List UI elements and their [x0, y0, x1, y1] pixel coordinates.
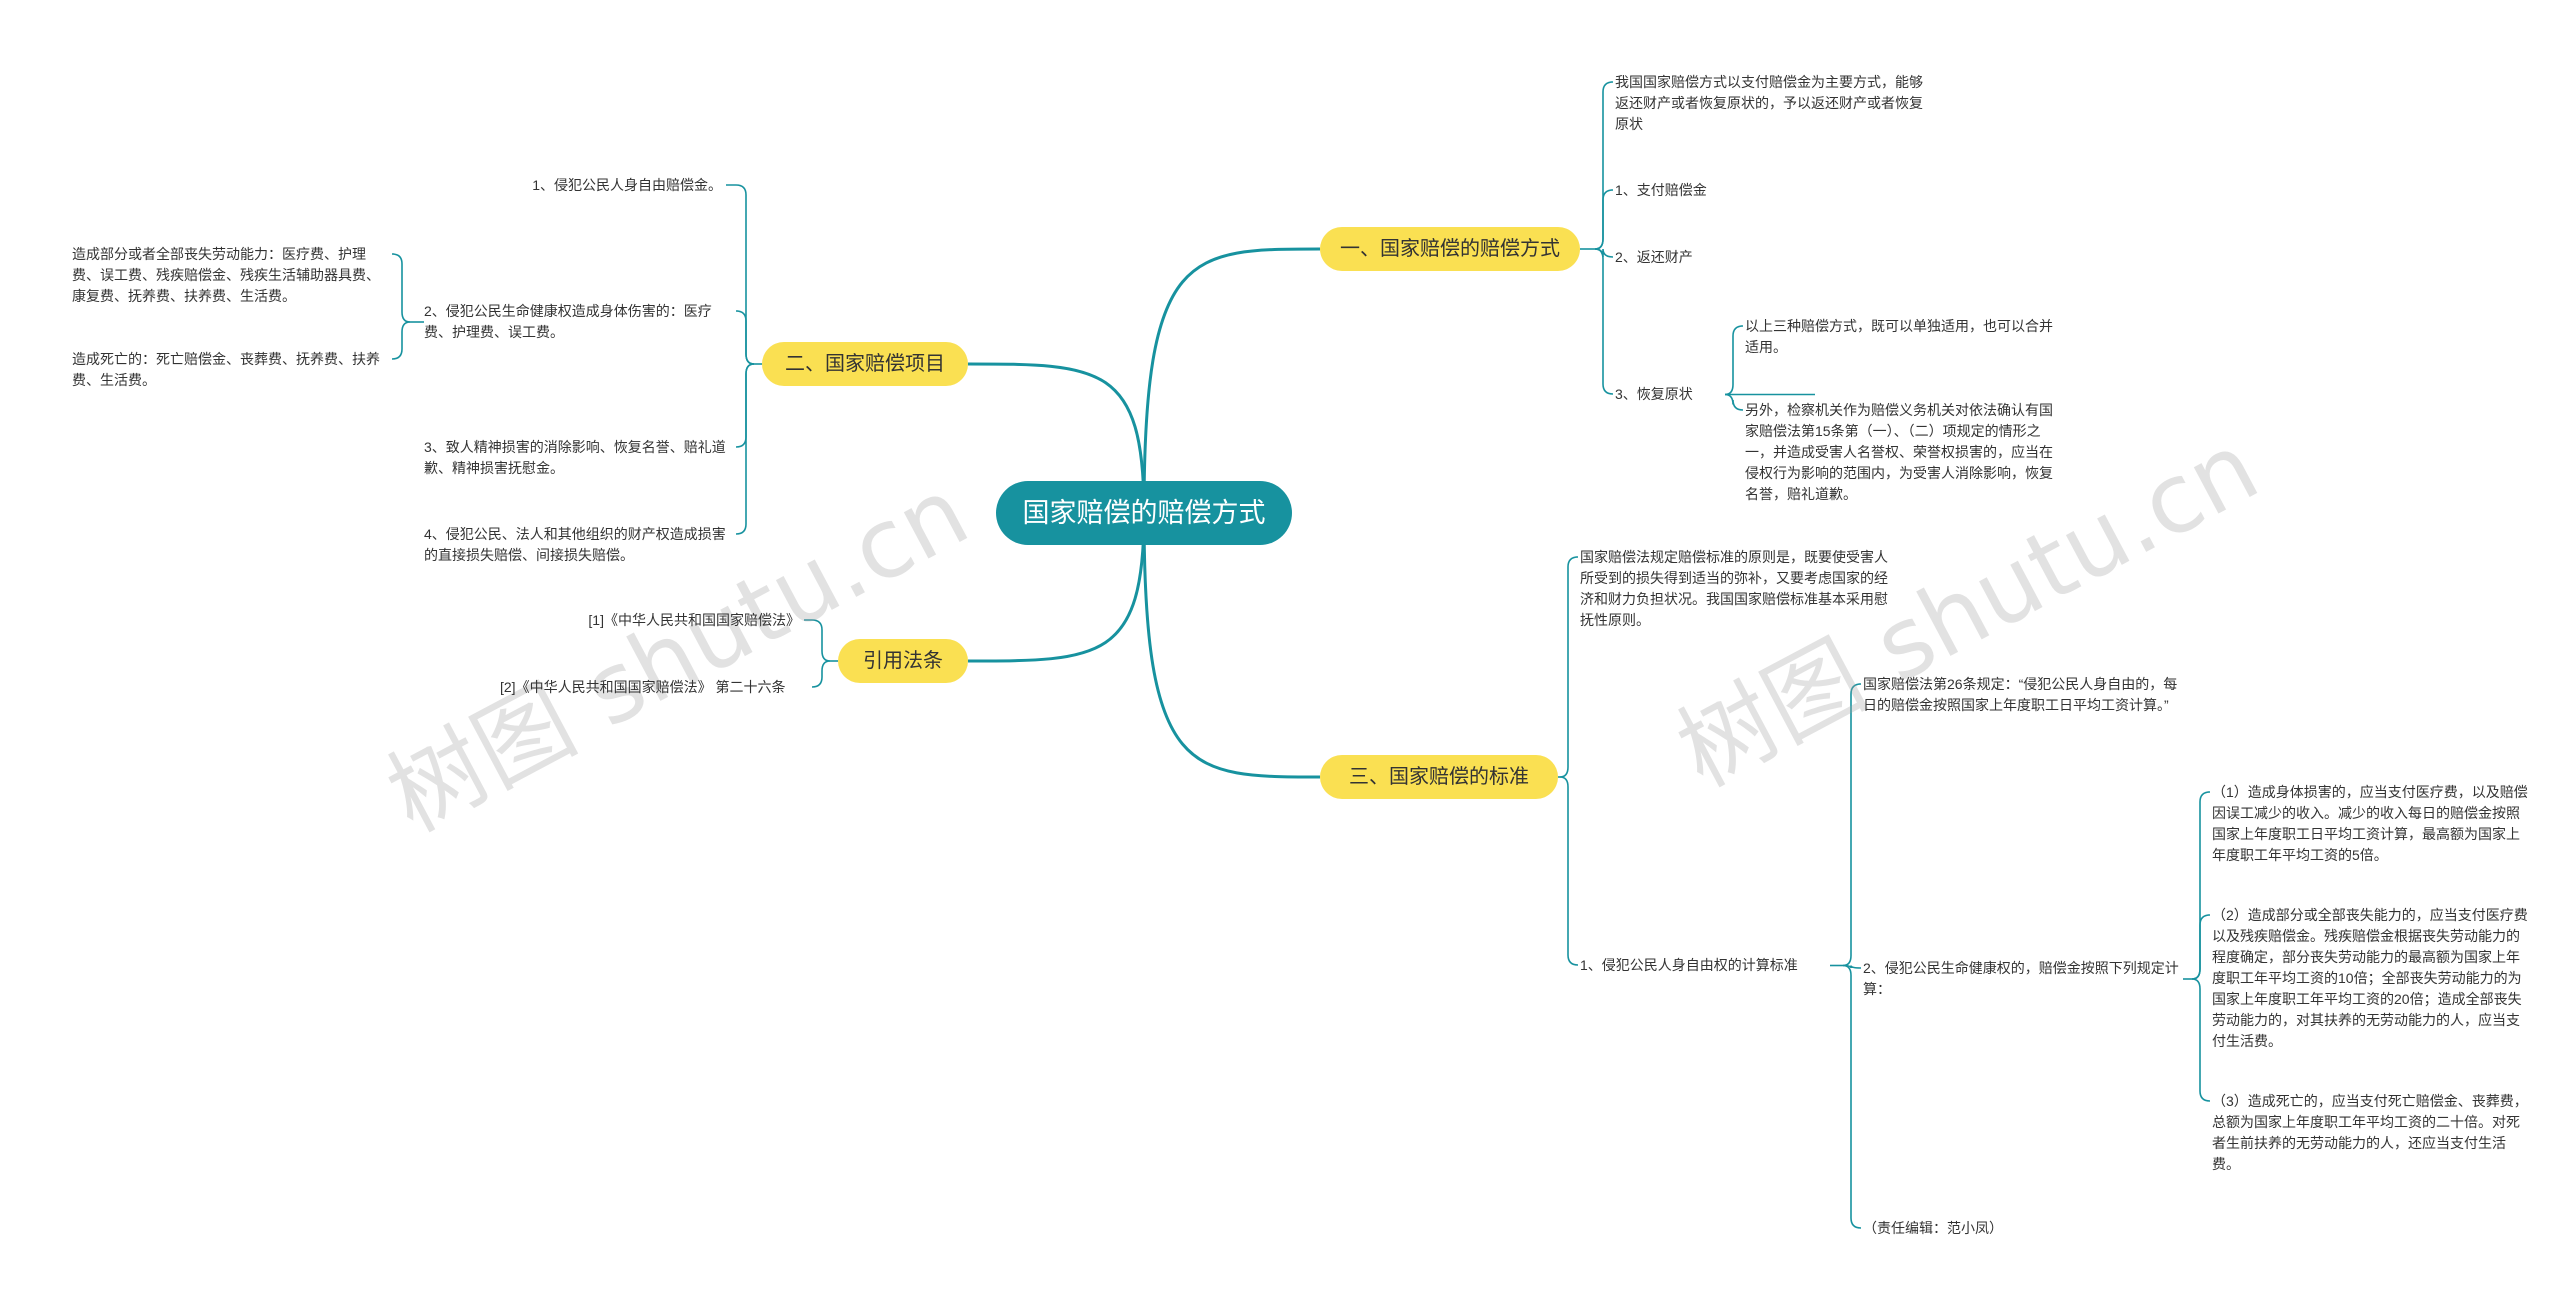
b4-article-26-text[interactable]: 国家赔偿法第26条规定：“侵犯公民人身自由的，每日的赔偿金按照国家上年度职工日平…	[1863, 676, 2178, 713]
root-topic[interactable]: 国家赔偿的赔偿方式	[996, 481, 1292, 545]
b1-item-pay-compensation[interactable]: 1、支付赔偿金	[1615, 182, 1707, 198]
b2-health-bracket-child-0	[391, 253, 411, 323]
root-link-n-b3	[967, 512, 1146, 663]
root-link-n-b1	[1142, 247, 1321, 514]
b4-editor-note[interactable]: （责任编辑：范小凤）	[1863, 1220, 2003, 1236]
b1-bracket-child-1	[1594, 189, 1614, 250]
b4-freedom-bracket-child-2	[1842, 964, 1862, 1229]
b1-item-return-property[interactable]: 2、返还财产	[1615, 249, 1693, 265]
b4-health-bracket-child-1	[2191, 914, 2211, 980]
branch-compensation-items[interactable]: 二、国家赔偿项目	[762, 342, 968, 386]
b1-restore-note-2[interactable]: 另外，检察机关作为赔偿义务机关对依法确认有国家赔偿法第15条第（一）、（二）项规…	[1745, 402, 2053, 502]
b4-bracket-child-1	[1559, 776, 1579, 966]
b4-death-rule[interactable]: （3）造成死亡的，应当支付死亡赔偿金、丧葬费，总额为国家上年度职工年平均工资的二…	[2212, 1093, 2528, 1172]
b2-item-property-damage[interactable]: 4、侵犯公民、法人和其他组织的财产权造成损害的直接损失赔偿、间接损失赔偿。	[424, 526, 726, 563]
b4-intro-text[interactable]: 国家赔偿法规定赔偿标准的原则是，既要使受害人所受到的损失得到适当的弥补，又要考虑…	[1580, 549, 1888, 628]
b2-bracket-child-1	[735, 310, 755, 365]
root-link-n-b4	[1142, 512, 1321, 779]
b4-bracket-child-0	[1559, 556, 1579, 778]
b1-intro-text[interactable]: 我国国家赔偿方式以支付赔偿金为主要方式，能够返还财产或者恢复原状的，予以返还财产…	[1615, 74, 1923, 132]
b4-health-bracket-child-2	[2191, 978, 2211, 1102]
branch-cited-laws[interactable]: 引用法条	[838, 639, 968, 683]
b3-bracket-child-0	[804, 619, 831, 662]
b2-item-health-injury[interactable]: 2、侵犯公民生命健康权造成身体伤害的：医疗费、护理费、误工费。	[424, 303, 712, 340]
b1-restore-bracket-child-1	[1724, 393, 1744, 411]
b1-bracket-child-3	[1594, 248, 1614, 395]
branch-compensation-standards[interactable]: 三、国家赔偿的标准	[1320, 755, 1558, 799]
b2-item-personal-freedom[interactable]: 1、侵犯公民人身自由赔偿金。	[532, 177, 722, 193]
b2-health-bracket-child-1	[391, 321, 411, 360]
b1-restore-bracket-child-0	[1724, 325, 1744, 396]
b1-restore-note-1[interactable]: 以上三种赔偿方式，既可以单独适用，也可以合并适用。	[1745, 318, 2053, 355]
b2-labor-loss-text[interactable]: 造成部分或者全部丧失劳动能力：医疗费、护理费、误工费、残疾赔偿金、残疾生活辅助器…	[72, 246, 380, 304]
b4-item-personal-freedom-standard[interactable]: 1、侵犯公民人身自由权的计算标准	[1580, 957, 1798, 973]
b4-body-injury-rule[interactable]: （1）造成身体损害的，应当支付医疗费，以及赔偿因误工减少的收入。减少的收入每日的…	[2212, 784, 2528, 863]
b4-health-right-standard[interactable]: 2、侵犯公民生命健康权的，赔偿金按照下列规定计算：	[1863, 960, 2179, 997]
b2-bracket-child-3	[735, 363, 755, 535]
root-link-n-b2	[967, 362, 1146, 514]
b3-bracket-child-1	[811, 660, 831, 688]
b2-item-mental-damage[interactable]: 3、致人精神损害的消除影响、恢复名誉、赔礼道歉、精神损害抚慰金。	[424, 439, 726, 476]
b1-item-restore-original[interactable]: 3、恢复原状	[1615, 386, 1693, 402]
b4-labor-loss-rule[interactable]: （2）造成部分或全部丧失能力的，应当支付医疗费以及残疾赔偿金。残疾赔偿金根据丧失…	[2212, 907, 2528, 1049]
b4-freedom-bracket-child-0	[1842, 683, 1862, 967]
b2-bracket-child-2	[735, 363, 755, 448]
cited-law-1[interactable]: [1]《中华人民共和国国家赔偿法》	[588, 612, 800, 628]
branch-compensation-methods[interactable]: 一、国家赔偿的赔偿方式	[1320, 227, 1580, 271]
cited-law-2[interactable]: [2]《中华人民共和国国家赔偿法》 第二十六条	[500, 679, 786, 695]
b2-death-text[interactable]: 造成死亡的：死亡赔偿金、丧葬费、抚养费、扶养费、生活费。	[72, 351, 380, 388]
b1-bracket-child-0	[1594, 81, 1614, 250]
b4-health-bracket-child-0	[2191, 791, 2211, 980]
